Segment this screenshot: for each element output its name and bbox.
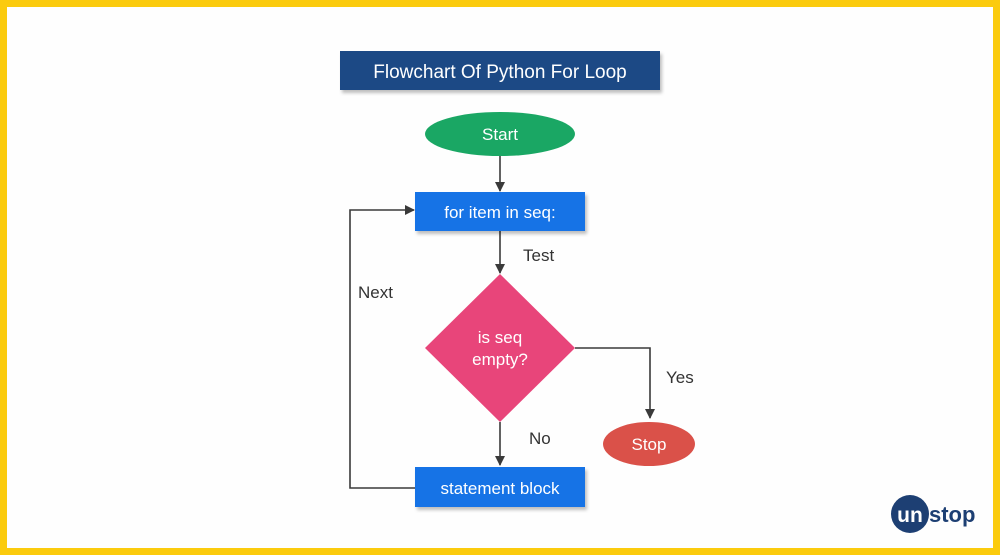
connectors [349, 156, 655, 489]
edge-label-test: Test [523, 246, 554, 265]
edge-label-yes: Yes [666, 368, 694, 387]
stop-ellipse [603, 422, 695, 466]
condition-node: is seq empty? [425, 274, 575, 422]
stop-node: Stop [603, 422, 695, 466]
logo-suffix: stop [929, 502, 975, 527]
title-banner [340, 51, 660, 90]
loop-header-box [415, 192, 585, 231]
start-label: Start [482, 125, 518, 144]
edge-statement-back-to-loop [349, 205, 415, 489]
loop-header-node: for item in seq: [415, 192, 585, 231]
unstop-logo: un stop [891, 495, 975, 533]
statement-block-node: statement block [415, 467, 585, 507]
start-node: Start [425, 112, 575, 156]
edge-condition-to-stop [575, 347, 655, 419]
edge-label-next: Next [358, 283, 393, 302]
condition-diamond [425, 274, 575, 422]
loop-header-label: for item in seq: [444, 203, 556, 222]
title-text: Flowchart Of Python For Loop [373, 62, 626, 83]
condition-label-line2: empty? [472, 350, 528, 369]
statement-block-label: statement block [440, 479, 560, 498]
diagram-title: Flowchart Of Python For Loop [340, 51, 660, 90]
stop-label: Stop [632, 435, 667, 454]
start-ellipse [425, 112, 575, 156]
condition-label-line1: is seq [478, 328, 522, 347]
statement-block-box [415, 467, 585, 507]
logo-prefix: un [897, 504, 923, 527]
edge-label-no: No [529, 429, 551, 448]
logo-circle [891, 495, 929, 533]
